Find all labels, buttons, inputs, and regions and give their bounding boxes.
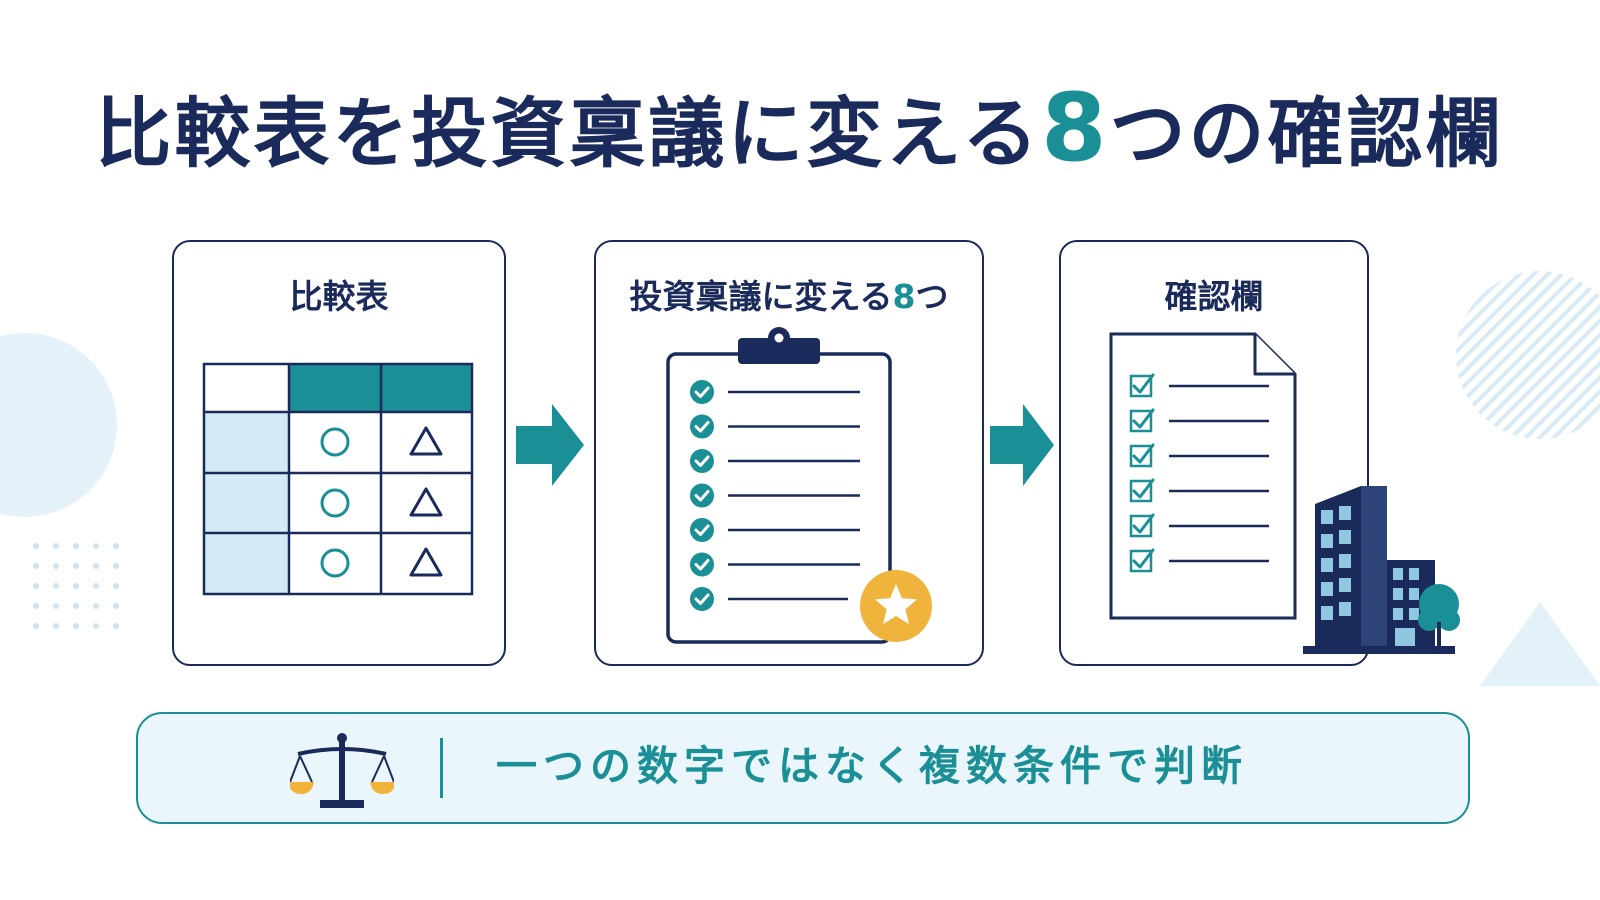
checklist-item (690, 552, 860, 577)
title-main: 比較表を投資稟議に変える (95, 89, 1042, 178)
checkbox-icon (1129, 374, 1153, 398)
checklist-item (690, 449, 860, 473)
decor-dot-grid (33, 543, 119, 629)
panel-title-transform-number: 8 (892, 277, 916, 316)
check-circle-icon (690, 483, 714, 508)
panel-transform-checklist: 投資稟議に変える8つ (594, 240, 984, 666)
checklist-item (690, 518, 860, 542)
document-checkbox-item (1129, 443, 1269, 468)
document-checkbox-item (1129, 513, 1269, 538)
check-circle-icon (690, 449, 714, 473)
check-circle-icon (690, 552, 714, 577)
panel-title-confirm: 確認欄 (1164, 277, 1264, 316)
decor-striped-circle (1456, 271, 1600, 439)
decor-circle-left (0, 333, 117, 517)
scale-icon (290, 733, 394, 808)
conclusion-bar: 一つの数字ではなく複数条件で判断 (136, 712, 1470, 824)
panel-confirm-document: 確認欄 (1059, 240, 1460, 666)
building-icon (1303, 486, 1455, 654)
arrow-right-icon (990, 404, 1054, 486)
panel-comparison-table: 比較表 (172, 240, 506, 666)
comparison-table-graphic (202, 362, 474, 596)
check-circle-icon (690, 518, 714, 542)
document-checkbox-item (1129, 408, 1269, 433)
checklist-item (690, 483, 860, 508)
mark-circle (320, 488, 350, 518)
title-number: 8 (1041, 74, 1110, 183)
mark-triangle (409, 426, 443, 456)
decor-triangle (1480, 602, 1600, 686)
arrow-right-icon (516, 404, 584, 486)
checkbox-icon (1129, 444, 1153, 468)
tree-icon (1418, 584, 1460, 654)
checklist-item (690, 587, 848, 611)
panel-title-transform-tail: つ (915, 277, 949, 316)
mark-triangle (409, 487, 443, 517)
bar-divider (440, 738, 443, 798)
checkbox-icon (1129, 409, 1153, 433)
check-circle-icon (690, 414, 714, 439)
check-circle-icon (690, 380, 714, 404)
mark-circle (320, 548, 350, 578)
document-icon (1109, 332, 1297, 620)
document-checkbox-item (1129, 548, 1269, 573)
panel-title-transform-main: 投資稟議に変える (629, 277, 893, 316)
conclusion-message: 一つの数字ではなく複数条件で判断 (496, 742, 1248, 790)
panel-title-comparison: 比較表 (289, 277, 389, 316)
check-circle-icon (690, 587, 714, 611)
checkbox-icon (1129, 549, 1153, 573)
mark-circle (320, 427, 350, 457)
checklist-item (690, 414, 860, 439)
clipboard-icon (666, 327, 892, 644)
document-checkbox-item (1129, 478, 1269, 503)
mark-triangle (409, 547, 443, 577)
checklist-item (690, 380, 860, 404)
checkbox-icon (1129, 479, 1153, 503)
title-tail: つの確認欄 (1109, 89, 1505, 178)
document-checkbox-item (1129, 373, 1269, 398)
checkbox-icon (1129, 514, 1153, 538)
page-title: 比較表を投資稟議に変える8つの確認欄 (0, 82, 1600, 176)
star-icon (860, 570, 932, 642)
panel-title-transform: 投資稟議に変える8つ (596, 270, 982, 318)
